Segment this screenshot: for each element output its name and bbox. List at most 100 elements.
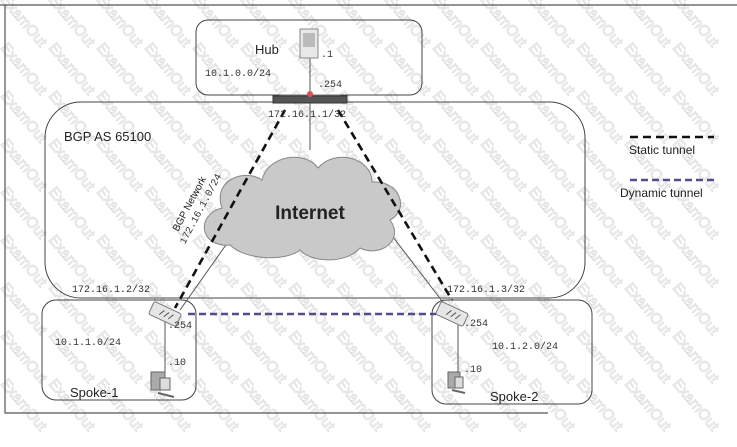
watermark-text: ExamOut (525, 88, 579, 147)
watermark-text: ExamOut (429, 40, 483, 99)
watermark-text: ExamOut (573, 232, 627, 291)
watermark-text: ExamOut (237, 328, 291, 387)
watermark-text: ExamOut (477, 232, 531, 291)
spoke1-site (41, 299, 197, 401)
watermark-text: ExamOut (621, 376, 675, 435)
watermark-text: ExamOut (333, 376, 387, 435)
watermark-text: ExamOut (45, 232, 99, 291)
legend-dynamic-label: Dynamic tunnel (620, 186, 703, 200)
watermark-text: ExamOut (573, 280, 627, 339)
watermark-text: ExamOut (573, 184, 627, 243)
spoke2-site (431, 299, 593, 405)
spoke2-pc-icon (447, 371, 466, 394)
watermark-text: ExamOut (381, 376, 435, 435)
watermark-text: ExamOut (381, 328, 435, 387)
watermark-text: ExamOut (573, 136, 627, 195)
watermark-text: ExamOut (45, 40, 99, 99)
hub-label: Hub (255, 42, 279, 57)
watermark-text: ExamOut (573, 88, 627, 147)
watermark-text: ExamOut (525, 136, 579, 195)
spoke1-pc-icon (150, 371, 175, 398)
hub-server-ip: .1 (321, 50, 333, 61)
watermark-text: ExamOut (285, 280, 339, 339)
spoke2-subnet: 10.1.2.0/24 (492, 341, 558, 353)
watermark-text: ExamOut (573, 376, 627, 435)
internet-cloud (204, 156, 401, 261)
watermark-text: ExamOut (285, 376, 339, 435)
watermark-text: ExamOut (477, 376, 531, 435)
bgp-as-label: BGP AS 65100 (64, 129, 151, 144)
spoke2-firewall-icon (435, 301, 469, 327)
watermark-text: ExamOut (621, 40, 675, 99)
legend: Static tunnel Dynamic tunnel (620, 135, 714, 200)
watermark-text: ExamOut (93, 184, 147, 243)
watermark-text: ExamOut (381, 88, 435, 147)
hub-firewall-icon (272, 91, 348, 104)
watermark-text: ExamOut (93, 328, 147, 387)
watermark-text: ExamOut (621, 232, 675, 291)
watermark-text: ExamOut (669, 328, 723, 387)
static-tunnels (173, 109, 454, 309)
watermark-text: ExamOut (429, 184, 483, 243)
watermark-text: ExamOut (669, 232, 723, 291)
watermark-text: ExamOut (477, 88, 531, 147)
watermark-text: ExamOut (429, 88, 483, 147)
watermark-text: ExamOut (45, 328, 99, 387)
server-icon (299, 28, 319, 59)
watermark-text: ExamOut (93, 136, 147, 195)
watermark-text: ExamOut (669, 280, 723, 339)
outer-frame (0, 4, 737, 414)
watermark-text: ExamOut (93, 232, 147, 291)
watermark-text: ExamOut (141, 40, 195, 99)
watermark-text: ExamOut (381, 40, 435, 99)
watermark-text: ExamOut (45, 184, 99, 243)
spoke1-subnet: 10.1.1.0/24 (55, 337, 121, 349)
watermark-text: ExamOut (525, 232, 579, 291)
watermark-text: ExamOut (525, 328, 579, 387)
internet-label: Internet (275, 203, 345, 224)
spoke2-label: Spoke-2 (490, 389, 538, 404)
watermark-text: ExamOut (381, 280, 435, 339)
watermark-text: ExamOut (45, 136, 99, 195)
watermark-text: ExamOut (141, 136, 195, 195)
watermark-text: ExamOut (573, 328, 627, 387)
legend-static-label: Static tunnel (629, 143, 695, 157)
watermark-text: ExamOut (525, 376, 579, 435)
hub-tunnel-ip: 172.16.1.1/32 (268, 109, 346, 121)
hub-subnet: 10.1.0.0/24 (205, 68, 271, 80)
watermark-text: ExamOut (189, 88, 243, 147)
watermark-text: ExamOut (333, 280, 387, 339)
watermark-text: ExamOut (477, 40, 531, 99)
spoke2-pc-ip: .10 (464, 365, 482, 376)
watermark-text: ExamOut (429, 232, 483, 291)
watermark-text: ExamOut (669, 40, 723, 99)
watermark-text: ExamOut (573, 40, 627, 99)
watermark-text: ExamOut (477, 184, 531, 243)
watermark-text: ExamOut (621, 280, 675, 339)
spoke1-label: Spoke-1 (70, 385, 118, 400)
watermark-text: ExamOut (237, 280, 291, 339)
spoke2-tunnel-ip: 172.16.1.3/32 (447, 284, 525, 296)
watermark-text: ExamOut (237, 376, 291, 435)
watermark-text: ExamOut (189, 280, 243, 339)
watermark-text: ExamOut (189, 328, 243, 387)
watermark-text: ExamOut (333, 328, 387, 387)
watermark-text: ExamOut (429, 136, 483, 195)
spoke1-fw-ip: .254 (168, 321, 192, 332)
spoke1-tunnel-ip: 172.16.1.2/32 (72, 284, 150, 296)
hub-fw-ip: .254 (318, 80, 342, 91)
watermark-text: ExamOut (525, 184, 579, 243)
watermark-text: ExamOut (189, 376, 243, 435)
watermark-text: ExamOut (525, 280, 579, 339)
watermark-text: ExamOut (285, 328, 339, 387)
watermark-text: ExamOut (669, 376, 723, 435)
watermark-text: ExamOut (621, 328, 675, 387)
watermark-text: ExamOut (525, 40, 579, 99)
spoke1-pc-ip: .10 (168, 358, 186, 369)
spoke2-fw-ip: .254 (464, 319, 488, 330)
watermark-text: ExamOut (93, 40, 147, 99)
watermark-text: ExamOut (477, 136, 531, 195)
spoke1-firewall-icon (148, 301, 182, 327)
watermark-text: ExamOut (477, 328, 531, 387)
